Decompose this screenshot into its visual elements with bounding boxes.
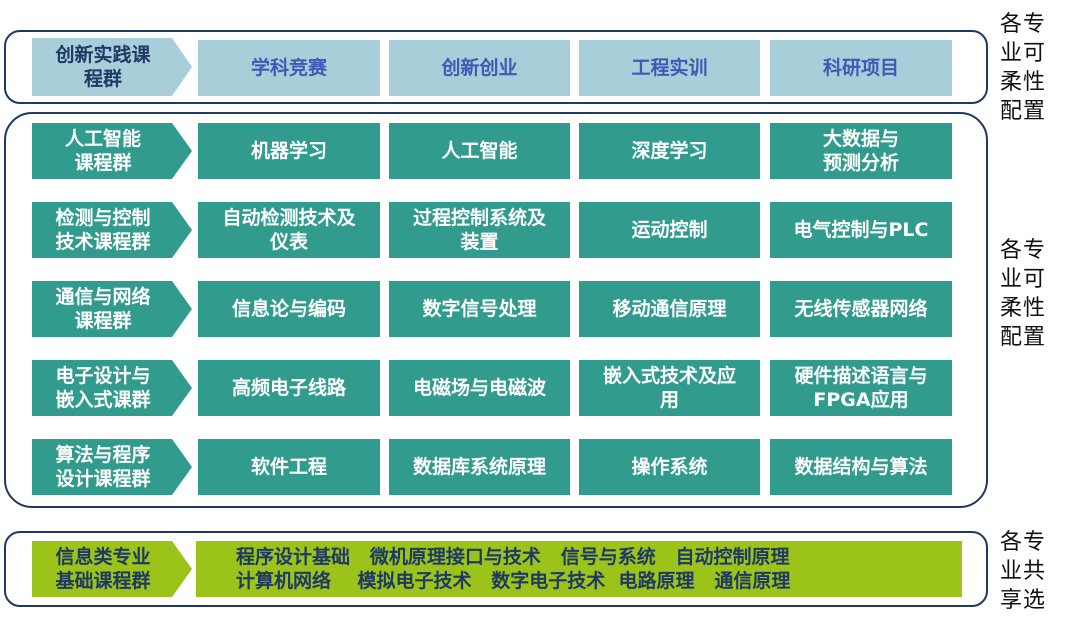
top-side-note: 各专 业可 柔性 配置 [1000, 12, 1047, 124]
course-operating-system: 操作系统 [579, 439, 760, 495]
course-motion-control: 运动控制 [579, 202, 760, 258]
course-information-theory: 信息论与编码 [198, 281, 380, 337]
course-dsp: 数字信号处理 [389, 281, 570, 337]
label-line: 创新实践课 [55, 44, 151, 66]
foundation-group-frame [4, 531, 988, 607]
detection-control-group-label: 检测与控制技术课程群 [32, 202, 192, 258]
middle-side-note: 各专 业可 柔性 配置 [1000, 238, 1047, 350]
course-deep-learning: 深度学习 [579, 123, 760, 179]
algorithm-programming-group-label: 算法与程序设计课程群 [32, 439, 192, 495]
course-database: 数据库系统原理 [389, 439, 570, 495]
communication-network-group-label: 通信与网络课程群 [32, 281, 192, 337]
foundation-courses: 程序设计基础 微机原理接口与技术 信号与系统 自动控制原理 计算机网络 模拟电子… [196, 541, 962, 597]
course-embedded: 嵌入式技术及应用 [579, 360, 760, 416]
practice-item-research: 科研项目 [770, 40, 952, 96]
specialty-groups-frame [4, 112, 988, 508]
course-software-engineering: 软件工程 [198, 439, 380, 495]
course-electrical-plc: 电气控制与PLC [770, 202, 952, 258]
course-high-frequency: 高频电子线路 [198, 360, 380, 416]
electronic-embedded-group-label: 电子设计与嵌入式课群 [32, 360, 192, 416]
course-data-structures: 数据结构与算法 [770, 439, 952, 495]
course-ai: 人工智能 [389, 123, 570, 179]
foundation-courses-line: 程序设计基础 微机原理接口与技术 信号与系统 自动控制原理 [236, 546, 790, 568]
course-machine-learning: 机器学习 [198, 123, 380, 179]
ai-group-label: 人工智能课程群 [32, 123, 192, 179]
bottom-side-note: 各专 业共 享选 [1000, 530, 1047, 613]
practice-item-innovation: 创新创业 [389, 40, 570, 96]
course-mobile-communication: 移动通信原理 [579, 281, 760, 337]
course-auto-detection: 自动检测技术及仪表 [198, 202, 380, 258]
practice-group-frame [4, 30, 988, 104]
course-electromagnetic: 电磁场与电磁波 [389, 360, 570, 416]
course-wireless-sensor: 无线传感器网络 [770, 281, 952, 337]
course-process-control: 过程控制系统及装置 [389, 202, 570, 258]
foundation-group-label: 信息类专业基础课程群 [32, 541, 192, 597]
course-big-data: 大数据与预测分析 [770, 123, 952, 179]
label-line: 程群 [83, 68, 122, 90]
practice-item-engineering: 工程实训 [579, 40, 760, 96]
practice-item-competition: 学科竞赛 [198, 40, 380, 96]
foundation-courses-line: 计算机网络 模拟电子技术 数字电子技术 电路原理 通信原理 [236, 570, 791, 592]
practice-group-label: 创新实践课 程群 [32, 38, 192, 96]
